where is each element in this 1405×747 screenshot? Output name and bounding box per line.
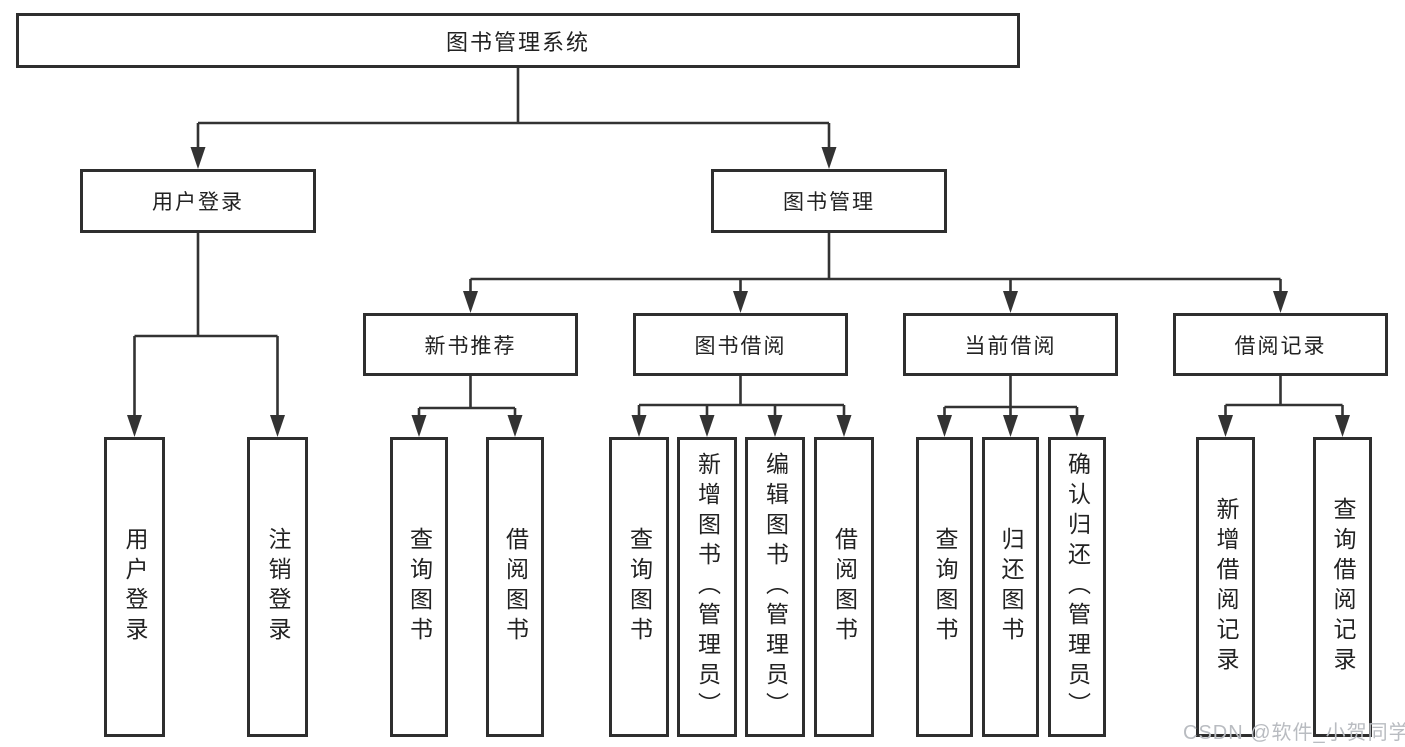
node-user-login: 用户登录 [80,169,316,233]
node-book-borrow-label: 图书借阅 [694,334,787,358]
leaf-borrow-books-2-label: 借阅图书 [831,527,858,647]
node-borrow-records-label: 借阅记录 [1234,334,1327,358]
leaf-borrow-books-1: 借阅图书 [486,437,544,737]
node-user-login-label: 用户登录 [152,191,244,214]
leaf-query-borrow-record-label: 查询借阅记录 [1330,497,1356,677]
node-book-management: 图书管理 [711,169,947,233]
leaf-logout-label: 注销登录 [265,527,291,647]
leaf-return-books-label: 归还图书 [998,527,1024,647]
leaf-user-login: 用户登录 [104,437,165,737]
leaf-query-books-1: 查询图书 [390,437,448,737]
leaf-query-borrow-record: 查询借阅记录 [1313,437,1372,737]
watermark: CSDN @软件_小贺同学 [1183,722,1405,744]
leaf-query-books-3: 查询图书 [916,437,973,737]
node-current-borrow-label: 当前借阅 [964,334,1057,358]
leaf-query-books-1-label: 查询图书 [406,527,433,647]
leaf-user-login-label: 用户登录 [122,527,148,647]
leaf-add-books-admin: 新增图书（管理员） [677,437,737,737]
leaf-query-books-2: 查询图书 [609,437,669,737]
leaf-borrow-books-2: 借阅图书 [814,437,874,737]
node-new-book-recommend: 新书推荐 [363,313,578,376]
leaf-add-borrow-record: 新增借阅记录 [1196,437,1255,737]
leaf-confirm-return-admin-label: 确认归还（管理员） [1064,452,1091,722]
leaf-add-borrow-record-label: 新增借阅记录 [1213,497,1239,677]
node-book-borrow: 图书借阅 [633,313,848,376]
leaf-logout: 注销登录 [247,437,308,737]
leaf-add-books-admin-label: 新增图书（管理员） [694,452,721,722]
leaf-return-books: 归还图书 [982,437,1039,737]
node-new-book-recommend-label: 新书推荐 [424,334,517,358]
leaf-edit-books-admin: 编辑图书（管理员） [745,437,805,737]
leaf-borrow-books-1-label: 借阅图书 [502,527,529,647]
leaf-query-books-3-label: 查询图书 [932,527,958,647]
node-book-management-label: 图书管理 [783,191,875,214]
node-borrow-records: 借阅记录 [1173,313,1388,376]
leaf-query-books-2-label: 查询图书 [626,527,653,647]
node-root: 图书管理系统 [16,13,1020,68]
node-current-borrow: 当前借阅 [903,313,1118,376]
leaf-confirm-return-admin: 确认归还（管理员） [1048,437,1106,737]
node-root-label: 图书管理系统 [445,29,590,55]
leaf-edit-books-admin-label: 编辑图书（管理员） [762,452,789,722]
